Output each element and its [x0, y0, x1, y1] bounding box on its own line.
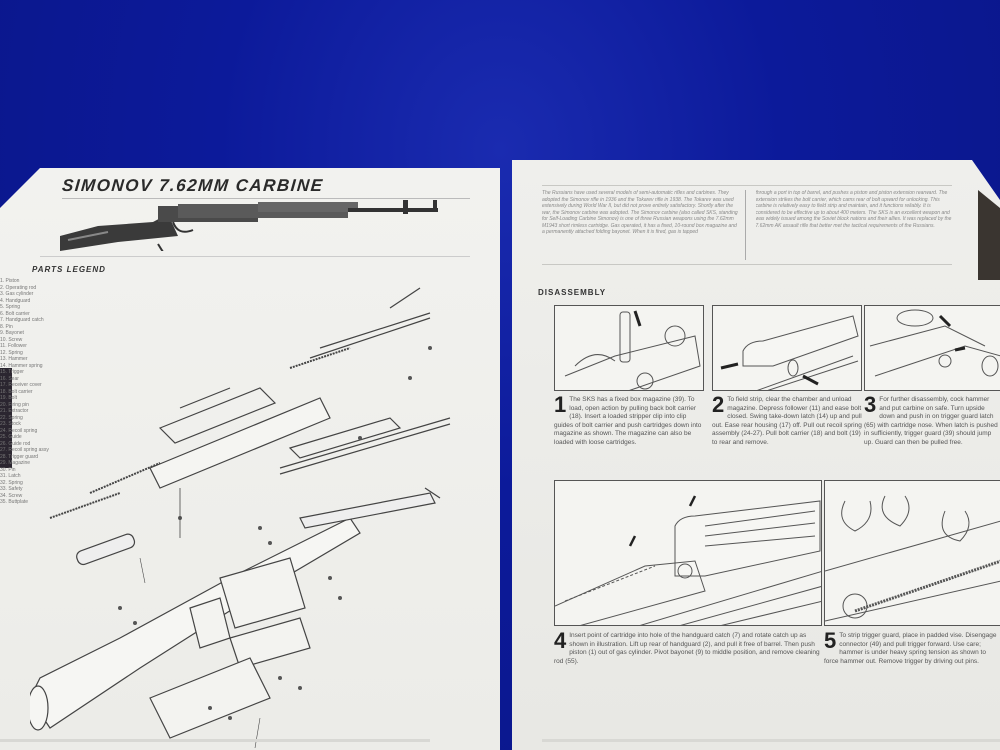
legend-item: 24. Recoil spring — [0, 427, 38, 434]
legend-item: 6. Bolt carrier — [0, 310, 30, 317]
legend-item: 23. Stock — [0, 421, 21, 427]
legend-item: 32. Spring — [0, 479, 23, 486]
legend-item: 8. Pin — [0, 323, 13, 330]
step-1-text: 1 The SKS has a fixed box magazine (39).… — [554, 392, 704, 447]
legend-item: 10. Screw — [0, 336, 23, 343]
legend-item: 15. Trigger — [0, 369, 24, 375]
left-page: SIMONOV 7.62MM CARBINE PARTS LEGEND 1. P… — [0, 168, 500, 750]
step-4-text: 4 Insert point of cartridge into hole of… — [554, 628, 824, 666]
rifle-divider — [40, 256, 470, 257]
legend-item: 11. Follower — [0, 343, 27, 349]
page-title: SIMONOV 7.62MM CARBINE — [61, 176, 325, 195]
legend-item: 22. Spring — [0, 414, 23, 421]
footer-rule — [0, 739, 430, 742]
legend-item: 21. Extractor — [0, 408, 29, 414]
legend-item: 26. Guide rod — [0, 440, 31, 447]
step-4-illustration — [554, 480, 822, 626]
step-1-illustration — [554, 305, 704, 391]
step-description: The SKS has a fixed box magazine (39). T… — [554, 396, 702, 446]
step-description: To strip trigger guard, place in padded … — [824, 632, 997, 665]
step-number: 1 — [554, 392, 567, 417]
intro-column-left: The Russians have used several models of… — [542, 190, 746, 260]
legend-item: 19. Bolt — [0, 395, 17, 401]
footer-rule — [542, 739, 1000, 742]
legend-item: 33. Safety — [0, 486, 23, 492]
legend-item: 35. Buttplate — [0, 499, 29, 505]
legend-item: 1. Piston — [0, 278, 20, 284]
legend-item: 28. Trigger guard — [0, 453, 39, 460]
legend-item: 30. Pin — [0, 466, 16, 473]
step-2-text: 2 To field strip, clear the chamber and … — [712, 392, 862, 447]
step-number: 4 — [554, 628, 567, 653]
step-description: For further disassembly, cock hammer and… — [864, 396, 998, 446]
legend-item: 9. Bayonet — [0, 330, 24, 336]
step-3-text: 3 For further disassembly, cock hammer a… — [864, 396, 1000, 466]
step-description: Insert point of cartridge into hole of t… — [554, 632, 820, 665]
step-5-text: 5 To strip trigger guard, place in padde… — [824, 632, 1000, 692]
exploded-parts-diagram — [30, 278, 470, 750]
legend-item: 29. Magazine — [0, 460, 31, 466]
legend-item: 18. Bolt carrier — [0, 388, 33, 395]
parts-legend-heading: PARTS LEGEND — [32, 265, 106, 274]
step-description: To field strip, clear the chamber and un… — [712, 396, 862, 446]
thumb-tab — [0, 368, 12, 468]
legend-item: 20. Firing pin — [0, 401, 29, 408]
legend-item: 12. Spring — [0, 349, 23, 356]
legend-item: 5. Spring — [0, 304, 21, 310]
legend-item: 14. Hammer spring — [0, 362, 43, 369]
disassembly-heading: DISASSEMBLY — [538, 288, 607, 297]
step-3-illustration — [864, 305, 1000, 391]
legend-item: 17. Receiver cover — [0, 382, 42, 388]
legend-item: 2. Operating rod — [0, 284, 37, 291]
legend-item: 27. Recoil spring assy — [0, 447, 49, 453]
title-divider — [62, 198, 470, 199]
step-number: 3 — [864, 396, 877, 417]
step-number: 5 — [824, 632, 837, 653]
step-5-illustration — [824, 480, 1000, 626]
right-page: The Russians have used several models of… — [512, 160, 1000, 750]
legend-item: 34. Screw — [0, 492, 23, 499]
legend-item: 3. Gas cylinder — [0, 291, 34, 297]
thumb-tab — [978, 190, 1000, 280]
legend-item: 4. Handguard — [0, 297, 31, 304]
step-number: 2 — [712, 392, 725, 417]
legend-item: 25. Guide — [0, 434, 22, 440]
legend-item: 31. Latch — [0, 473, 21, 479]
rifle-photo — [58, 196, 458, 251]
legend-item: 16. Sear — [0, 375, 19, 382]
intro-column-right: through a port in top of barrel, and pus… — [755, 190, 952, 229]
parts-legend-list: 1. Piston 2. Operating rod 3. Gas cylind… — [0, 278, 80, 506]
legend-item: 13. Hammer — [0, 356, 28, 362]
intro-text-box: The Russians have used several models of… — [542, 185, 952, 265]
step-2-illustration — [712, 305, 862, 391]
legend-item: 7. Handguard catch — [0, 317, 44, 323]
